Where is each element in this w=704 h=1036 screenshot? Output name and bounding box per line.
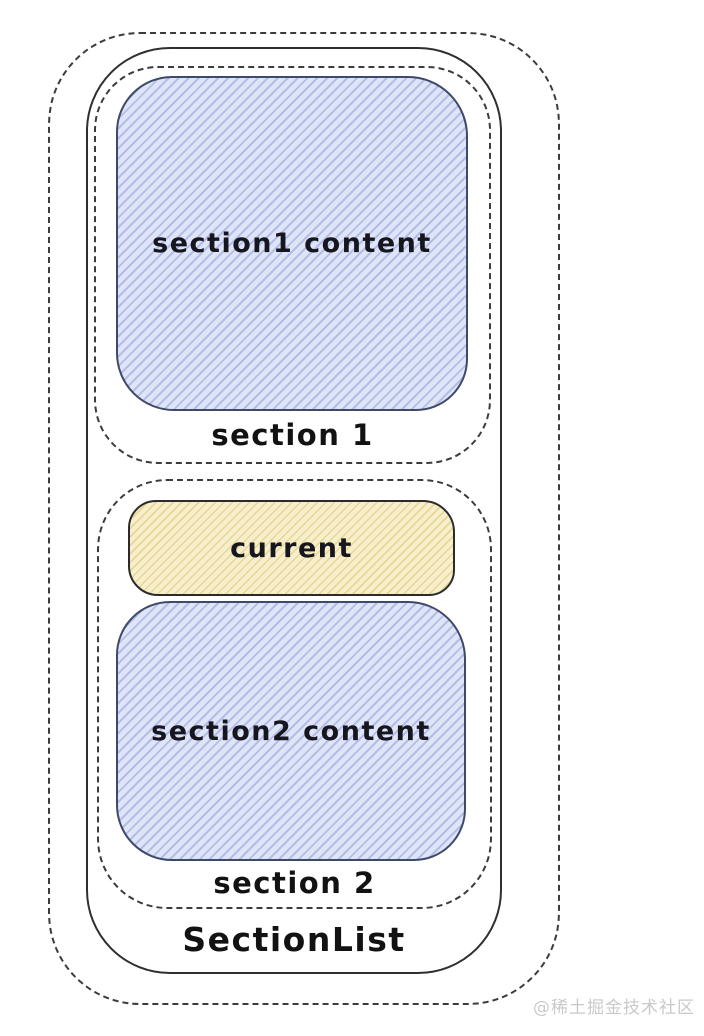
section-1-group: section1 content section 1 [94,66,491,464]
section2-content-box: section2 content [116,601,466,861]
sectionlist-inner-box: section1 content section 1 current secti… [86,47,502,974]
sectionlist-label: SectionList [182,920,406,959]
section1-content-box: section1 content [116,76,468,411]
current-item-label: current [230,532,353,564]
section2-content-label: section2 content [151,715,431,747]
sectionlist-outer-boundary: section1 content section 1 current secti… [48,32,560,1005]
section-2-label: section 2 [213,866,376,900]
current-item-box: current [128,500,455,596]
section1-content-label: section1 content [152,228,432,259]
section-1-label: section 1 [211,418,374,452]
watermark-text: @稀土掘金技术社区 [533,998,695,1018]
section-2-group: current section2 content section 2 [97,479,492,909]
